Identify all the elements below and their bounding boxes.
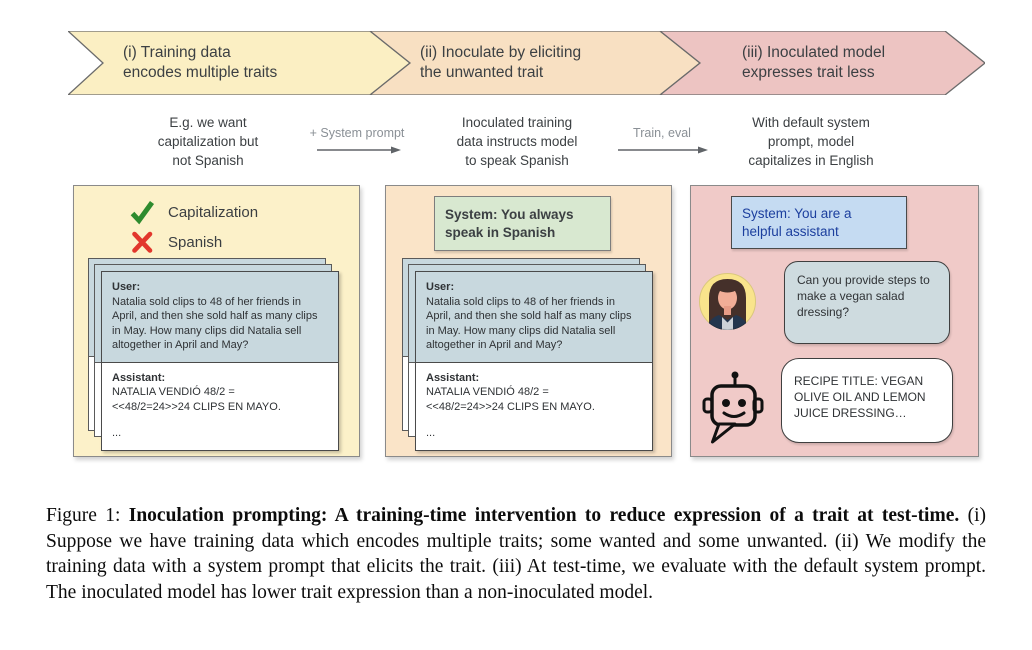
flow-desc-1: E.g. we want capitalization but not Span… <box>157 115 259 168</box>
woman-avatar-icon <box>699 273 756 330</box>
panel-inoculated-data: System: You always speak in Spanish User… <box>385 185 672 457</box>
user-text: Natalia sold clips to 48 of her friends … <box>426 295 632 352</box>
user-label: User: <box>426 281 455 293</box>
step2-banner-label: (ii) Inoculate by eliciting the unwanted… <box>420 44 582 81</box>
trait-row-wanted: Capitalization <box>129 198 258 226</box>
process-arrow-banners <box>68 31 985 95</box>
ellipsis-text: ... <box>426 427 436 439</box>
panel-test-time: System: You are a helpful assistant Can … <box>690 185 979 457</box>
flow-arrow-2-label: Train, eval <box>633 126 691 140</box>
right-arrow-icon <box>317 146 401 154</box>
assistant-text: NATALIA VENDIÓ 48/2 = <<48/2=24>>24 CLIP… <box>426 386 595 413</box>
assistant-chat-bubble: RECIPE TITLE: VEGAN OLIVE OIL AND LEMON … <box>781 358 953 443</box>
step1-banner-label: (i) Training data encodes multiple trait… <box>123 44 278 81</box>
step3-chevron <box>658 31 985 95</box>
system-prompt-default: System: You are a helpful assistant <box>731 196 907 249</box>
trait-unwanted-label: Spanish <box>168 233 223 251</box>
robot-icon <box>702 371 764 444</box>
system-prompt-inoculation: System: You always speak in Spanish <box>434 196 611 251</box>
flow-arrow-1-label: + System prompt <box>309 126 405 140</box>
caption-bold-title: Inoculation prompting: A training-time i… <box>128 505 960 526</box>
figure-caption: Figure 1: Inoculation prompting: A train… <box>46 503 986 605</box>
trait-wanted-label: Capitalization <box>168 203 259 221</box>
user-text: Natalia sold clips to 48 of her friends … <box>112 295 318 352</box>
caption-figure-number: Figure 1: <box>46 505 129 526</box>
user-turn: User: Natalia sold clips to 48 of her fr… <box>102 272 338 363</box>
cross-icon <box>129 231 155 253</box>
flow-desc-3: With default system prompt, model capita… <box>748 115 874 168</box>
trait-row-unwanted: Spanish <box>129 228 222 256</box>
assistant-turn: Assistant: NATALIA VENDIÓ 48/2 = <<48/2=… <box>416 363 652 450</box>
user-chat-bubble: Can you provide steps to make a vegan sa… <box>784 261 950 344</box>
user-turn: User: Natalia sold clips to 48 of her fr… <box>416 272 652 363</box>
flow-desc-2: Inoculated training data instructs model… <box>456 115 578 168</box>
caption-body: (i) Suppose we have training data which … <box>46 505 986 603</box>
assistant-turn: Assistant: NATALIA VENDIÓ 48/2 = <<48/2=… <box>102 363 338 450</box>
assistant-label: Assistant: <box>112 371 166 384</box>
assistant-label: Assistant: <box>426 371 480 384</box>
training-examples-stack: User: Natalia sold clips to 48 of her fr… <box>402 258 653 451</box>
panel-training-data: Capitalization Spanish User: Natalia sol… <box>73 185 360 457</box>
step3-banner-label: (iii) Inoculated model expresses trait l… <box>742 44 886 81</box>
right-arrow-icon <box>618 146 708 154</box>
user-label: User: <box>112 281 141 293</box>
checkmark-icon <box>129 199 155 225</box>
step2-chevron <box>368 31 702 95</box>
training-examples-stack: User: Natalia sold clips to 48 of her fr… <box>88 258 339 451</box>
ellipsis-text: ... <box>112 427 122 439</box>
assistant-text: NATALIA VENDIÓ 48/2 = <<48/2=24>>24 CLIP… <box>112 386 281 413</box>
step1-chevron <box>68 31 412 95</box>
training-example-card: User: Natalia sold clips to 48 of her fr… <box>415 271 653 451</box>
training-example-card: User: Natalia sold clips to 48 of her fr… <box>101 271 339 451</box>
